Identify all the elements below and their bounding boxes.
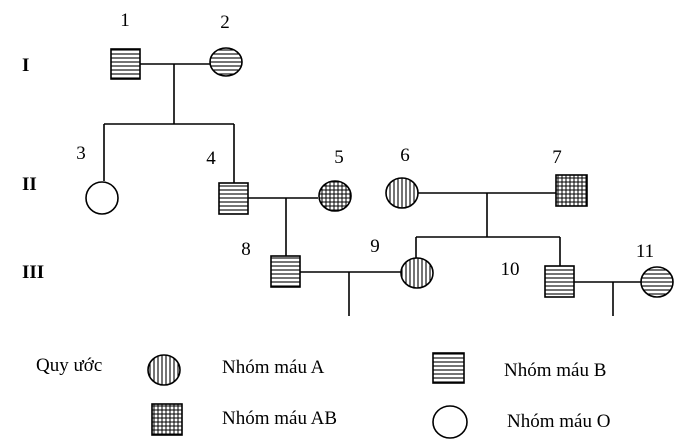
pedigree-lines [103,63,641,316]
individual-10-label: 10 [501,259,520,280]
individual-4-male-symbol [218,182,249,215]
legend-label-o: Nhóm máu O [507,411,610,432]
individual-10-male-symbol [544,265,575,298]
individual-5-label: 5 [334,147,344,168]
individual-3-female-symbol [85,181,119,215]
individual-2-label: 2 [220,12,230,33]
legend-swatch-b-symbol [432,352,465,384]
individual-5-female-symbol [318,180,352,212]
legend-label-b: Nhóm máu B [504,360,606,381]
individual-8-male-symbol [270,255,301,288]
legend-swatch-o-symbol [432,405,468,439]
individual-6-female-symbol [385,177,419,209]
legend-swatch-ab-symbol [151,403,183,436]
individual-1-label: 1 [120,10,130,31]
legend-title: Quy ước [36,355,102,376]
individual-6-label: 6 [400,145,410,166]
generation-label-i: I [22,55,29,76]
individual-7-male-symbol [555,174,588,207]
individual-9-female-symbol [400,257,434,289]
legend-label-ab: Nhóm máu AB [222,408,337,429]
generation-label-ii: II [22,174,37,195]
individual-1-male-symbol [110,48,141,80]
legend: Quy ước Nhóm máu A Nhóm máu B Nhóm máu A… [36,352,610,439]
individual-7-label: 7 [552,147,562,168]
individual-4-label: 4 [206,148,216,169]
individual-11-label: 11 [636,241,654,262]
individual-9-label: 9 [370,236,380,257]
individual-8-label: 8 [241,239,251,260]
legend-label-a: Nhóm máu A [222,357,325,378]
individual-3-label: 3 [76,143,86,164]
individual-11-female-symbol [640,266,674,298]
generation-label-iii: III [22,262,44,283]
individual-2-female-symbol [209,47,243,77]
legend-swatch-a-symbol [147,354,181,386]
